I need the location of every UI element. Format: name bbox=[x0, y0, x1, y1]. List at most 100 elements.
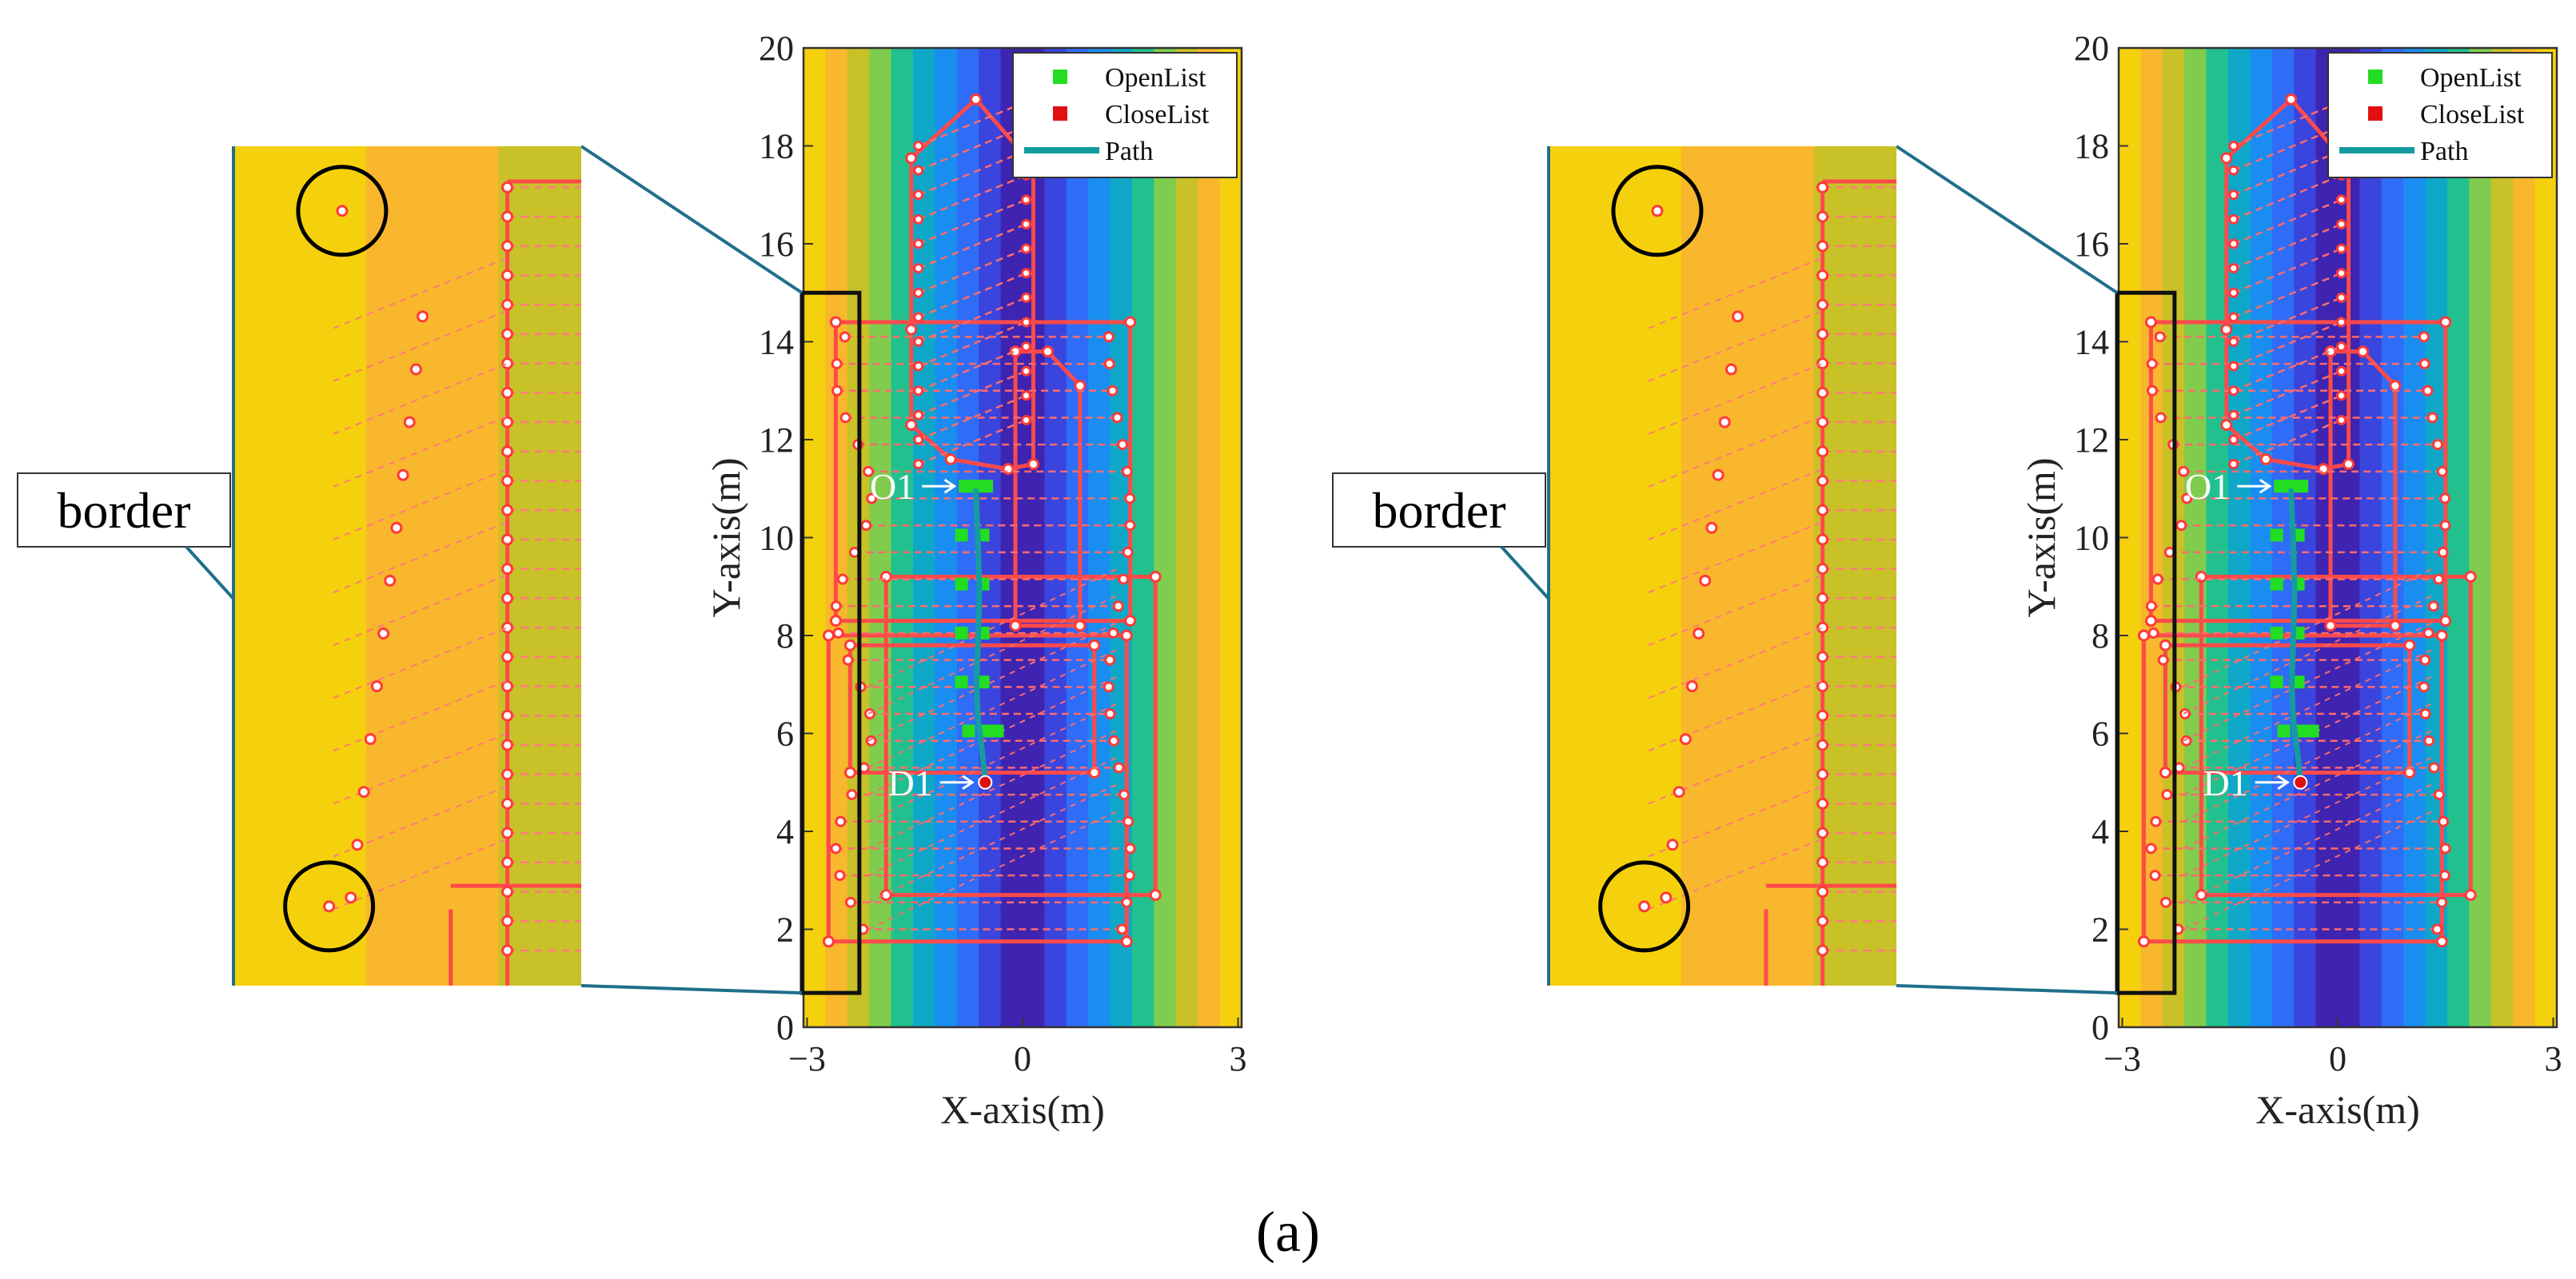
inset-closelist-node bbox=[1816, 504, 1829, 516]
inset-closelist-edge bbox=[1648, 468, 1823, 540]
closelist-node bbox=[2431, 923, 2443, 935]
closelist-node bbox=[1121, 465, 1133, 477]
closelist-edge bbox=[2233, 394, 2342, 441]
legend-label: CloseList bbox=[2420, 100, 2525, 129]
openlist-series bbox=[2270, 480, 2319, 738]
zoom-connector-top bbox=[580, 145, 804, 294]
y-tick-label: 18 bbox=[759, 127, 794, 166]
closelist-node bbox=[1103, 358, 1115, 370]
border-callout-line bbox=[185, 545, 235, 600]
inset-closelist-node bbox=[1816, 592, 1829, 604]
closelist-node bbox=[1020, 194, 1031, 205]
closelist-node bbox=[2159, 767, 2171, 779]
closelist-edge bbox=[867, 622, 1117, 742]
closelist-node bbox=[2144, 316, 2157, 329]
inset-closelist-node bbox=[501, 504, 514, 516]
inset-closelist-node bbox=[1679, 733, 1692, 746]
inset-closelist-node bbox=[501, 357, 514, 370]
closelist-node bbox=[2335, 292, 2347, 303]
path-line bbox=[973, 488, 988, 786]
openlist-marker bbox=[2270, 675, 2283, 689]
background-band bbox=[2228, 48, 2251, 1027]
x-tick-label: 3 bbox=[2545, 1039, 2562, 1078]
obstacles bbox=[822, 93, 1162, 948]
inset-magnified-view bbox=[232, 146, 581, 986]
inset-closelist-node bbox=[1816, 357, 1829, 370]
y-tick-label: 18 bbox=[2074, 127, 2109, 166]
legend-marker bbox=[2368, 106, 2383, 121]
closelist-node bbox=[1088, 639, 1101, 651]
legend-marker bbox=[1053, 106, 1067, 121]
inset-closelist-node bbox=[1666, 839, 1679, 851]
inset-closelist-node bbox=[501, 475, 514, 488]
border-callout-line bbox=[1500, 545, 1550, 600]
closelist-node bbox=[1020, 219, 1031, 229]
inset-closelist-edge bbox=[1648, 415, 1823, 488]
closelist-node bbox=[1111, 412, 1123, 424]
closelist-node bbox=[2157, 654, 2169, 666]
legend-box bbox=[1012, 52, 1238, 178]
y-tick-label: 0 bbox=[2092, 1008, 2109, 1047]
x-tick-label: 3 bbox=[1230, 1039, 1247, 1078]
closelist-node bbox=[2427, 600, 2439, 612]
closelist-node bbox=[2228, 189, 2239, 201]
destination-label-d1: D1 bbox=[887, 763, 932, 803]
closelist-node bbox=[2220, 323, 2233, 336]
inset-closelist-node bbox=[1651, 205, 1664, 217]
inset-closelist-edge bbox=[1648, 785, 1823, 858]
closelist-edge bbox=[2183, 622, 2432, 742]
inset-closelist-node bbox=[501, 328, 514, 341]
inset-closelist-node bbox=[1816, 328, 1829, 341]
closelist-edge bbox=[2233, 297, 2342, 343]
closelist-edge bbox=[2233, 272, 2342, 319]
closelist-node bbox=[1020, 268, 1031, 279]
closelist-node bbox=[846, 789, 858, 801]
inset-closelist-node bbox=[1816, 533, 1829, 546]
closelist-node bbox=[970, 93, 983, 106]
inset-closelist-edge bbox=[333, 415, 508, 488]
path-line bbox=[2288, 488, 2303, 786]
inset-highlight-circle bbox=[283, 860, 376, 953]
inset-closelist-node bbox=[501, 298, 514, 311]
closelist-node bbox=[2436, 896, 2448, 908]
inset-magnified-view bbox=[1547, 146, 1896, 986]
zoom-region-box bbox=[800, 290, 862, 995]
inset-closelist-edge bbox=[1648, 732, 1823, 805]
background-band bbox=[1000, 48, 1023, 1027]
inset-closelist-node bbox=[1699, 574, 1712, 587]
background-band bbox=[2315, 48, 2339, 1027]
closelist-node bbox=[1124, 492, 1136, 504]
background-band bbox=[1044, 48, 1067, 1027]
closelist-node bbox=[2439, 316, 2452, 329]
y-tick-label: 12 bbox=[2074, 420, 2109, 460]
closelist-node bbox=[1020, 365, 1031, 377]
closelist-node bbox=[2418, 331, 2430, 343]
inset-closelist-node bbox=[1705, 521, 1718, 534]
inset-closelist-node bbox=[390, 521, 403, 534]
origin-arrow-head bbox=[943, 478, 957, 494]
legend-marker bbox=[1053, 70, 1067, 84]
openlist-marker bbox=[2270, 626, 2283, 640]
closelist-node bbox=[2175, 520, 2187, 532]
closelist-node bbox=[2335, 243, 2347, 254]
closelist-edge bbox=[2233, 370, 2342, 416]
legend-label: OpenList bbox=[1105, 63, 1206, 93]
closelist-edge bbox=[2233, 101, 2342, 147]
closelist-node bbox=[2228, 213, 2239, 225]
background-band bbox=[2490, 48, 2514, 1027]
closelist-node bbox=[905, 419, 918, 432]
background-band bbox=[1088, 48, 1111, 1027]
inset-closelist-node bbox=[403, 416, 416, 428]
inset-closelist-node bbox=[1732, 310, 1745, 323]
closelist-node bbox=[2151, 573, 2163, 585]
closelist-node bbox=[836, 573, 848, 585]
closelist-node bbox=[2149, 870, 2161, 882]
closelist-node bbox=[2228, 459, 2239, 470]
openlist-marker bbox=[962, 724, 975, 738]
inset-closelist-node bbox=[1685, 680, 1698, 693]
inset-closelist-node bbox=[364, 733, 377, 746]
closelist-node bbox=[913, 337, 924, 347]
inset-closelist-edge bbox=[1648, 362, 1823, 435]
closelist-edge bbox=[2233, 125, 2342, 172]
openlist-marker bbox=[2277, 724, 2291, 738]
